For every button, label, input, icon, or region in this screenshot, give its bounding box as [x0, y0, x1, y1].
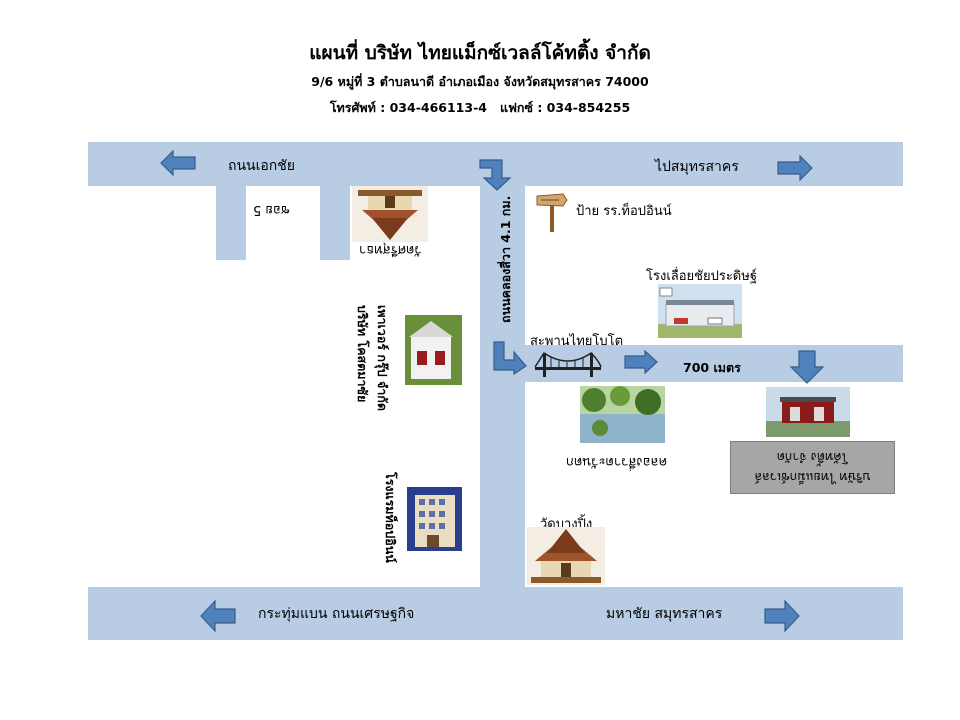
company-phone: โทรศัพท์ : 034-466113-4 แฟกซ์ : 034-8542… [329, 100, 631, 115]
canal-label: คลองสี่วาตะวันตก [566, 454, 668, 469]
target-company-box: บริษัท ไทยแม็กซ์เวลล์ โค้ทติ้ง จำกัด [730, 441, 895, 494]
road-label-700m: 700 เมตร [683, 360, 741, 375]
road-label-ekachai: ถนนเอกชัย [228, 158, 295, 174]
target-company-image [766, 387, 850, 437]
arrow-right-small-icon [624, 350, 658, 374]
arrow-left-icon [160, 150, 196, 176]
map-title: แผนที่ บริษัท ไทยแม็กซ์เวลล์โค้ทติ้ง จำก… [309, 42, 651, 64]
road-label-soi-5: ซอย 5 [253, 202, 290, 217]
target-company-label-1: บริษัท ไทยแม็กซ์เวลล์ [754, 470, 871, 486]
temple-top-image [352, 186, 428, 242]
sawmill-label: โรงเลื่อยชัยประดิษฐ์ [646, 269, 757, 284]
arrow-turn-right-icon [493, 341, 527, 376]
sawmill-image [658, 284, 742, 338]
arrow-turn-down-icon [479, 159, 512, 191]
company-left-label-2: เพาเวอร์ กรุ๊ป จำกัด [375, 305, 390, 411]
hotel-label: โรงแรมท็อปอินน์ [383, 472, 398, 563]
company-left-image [405, 315, 462, 385]
road-soi-right [320, 186, 350, 260]
road-vertical [480, 186, 525, 587]
bridge-label: สะพานไทยโบโต [530, 334, 624, 349]
road-soi-left [216, 186, 246, 260]
school-sign-label: ป้าย รร.ท็อปอินน์ [576, 204, 672, 219]
arrow-down-icon [789, 350, 825, 384]
bridge-icon [534, 351, 602, 377]
wat-bang-ping-image [527, 527, 605, 585]
signpost-icon [536, 193, 568, 232]
company-left-label-1: บริษัท โคสตมาซัย [355, 305, 370, 403]
arrow-left-icon [200, 600, 236, 632]
temple-top-label: วัดศรีสุทธา [359, 242, 422, 257]
road-side-street [525, 345, 903, 382]
target-company-label-2: โค้ทติ้ง จำกัด [776, 450, 849, 466]
road-label-krathum-baen: กระทุ่มแบน ถนนเศรษฐกิจ [258, 606, 415, 622]
road-label-khlong-si-wa: ถนนคลองสี่วา 4.1 กม. [498, 195, 513, 323]
company-address: 9/6 หมู่ที่ 3 ตำบลนาดี อำเภอเมือง จังหวั… [311, 74, 649, 89]
arrow-right-icon [777, 155, 813, 181]
road-label-mahachai: มหาชัย สมุทรสาคร [606, 606, 723, 622]
road-label-to-samut-sakhon: ไปสมุทรสาคร [655, 159, 739, 175]
canal-image [580, 386, 665, 443]
hotel-image [407, 487, 462, 551]
arrow-right-icon [764, 600, 800, 632]
